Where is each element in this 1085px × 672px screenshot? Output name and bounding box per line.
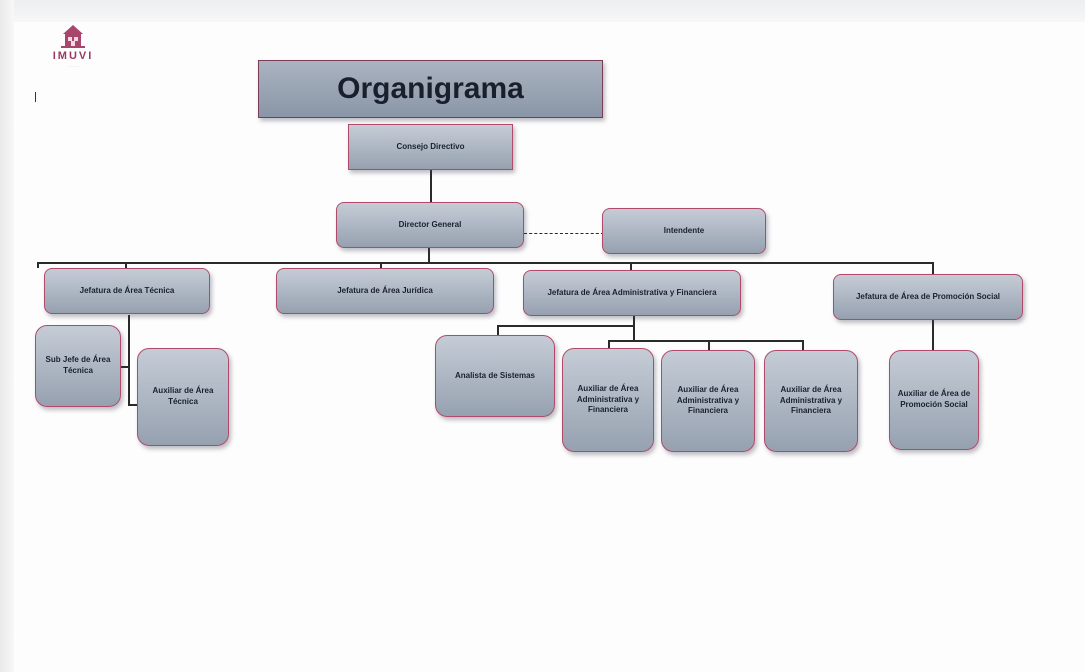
node-label: Consejo Directivo [396, 141, 465, 151]
node-jefatura-promocion-social: Jefatura de Área de Promoción Social [833, 274, 1023, 320]
page-title: Organigrama [337, 72, 524, 105]
connector [932, 318, 934, 350]
node-label: Jefatura de Área Técnica [79, 285, 175, 295]
node-label: Sub Jefe de Área Técnica [45, 355, 111, 375]
scan-left-edge [0, 0, 14, 672]
connector [428, 248, 430, 262]
node-consejo-directivo: Consejo Directivo [348, 124, 513, 170]
connector [608, 340, 610, 348]
connector [128, 404, 138, 406]
node-label: Auxiliar de Área Administrativa y Financ… [779, 384, 843, 416]
connector [430, 170, 432, 203]
connector [497, 325, 499, 335]
node-label: Auxiliar de Área Administrativa y Financ… [576, 383, 640, 415]
node-auxiliar-administrativa-1: Auxiliar de Área Administrativa y Financ… [562, 348, 654, 452]
node-director-general: Director General [336, 202, 524, 248]
node-jefatura-juridica: Jefatura de Área Jurídica [276, 268, 494, 314]
connector [37, 262, 39, 268]
node-label: Jefatura de Área Jurídica [337, 285, 433, 295]
node-auxiliar-promocion-social: Auxiliar de Área de Promoción Social [889, 350, 979, 450]
connector [633, 316, 635, 340]
node-label: Jefatura de Área de Promoción Social [855, 291, 1001, 301]
connector [932, 262, 934, 274]
connector [125, 262, 127, 268]
node-label: Analista de Sistemas [454, 370, 536, 380]
node-label: Jefatura de Área Administrativa y Financ… [547, 287, 717, 297]
stray-mark [35, 92, 36, 102]
node-label: Director General [398, 219, 462, 229]
connector [120, 366, 130, 368]
node-intendente: Intendente [602, 208, 766, 254]
logo-name: IMUVI [52, 50, 94, 62]
scan-top-edge [0, 0, 1085, 22]
imuvi-logo: IMUVI · · · · · [38, 22, 108, 78]
connector [380, 262, 382, 268]
connector [128, 315, 130, 405]
connector [608, 340, 803, 342]
node-analista-sistemas: Analista de Sistemas [435, 335, 555, 417]
node-jefatura-administrativa: Jefatura de Área Administrativa y Financ… [523, 270, 741, 316]
node-auxiliar-administrativa-3: Auxiliar de Área Administrativa y Financ… [764, 350, 858, 452]
node-label: Auxiliar de Área Administrativa y Financ… [676, 384, 740, 416]
connector [497, 325, 635, 327]
title-box: Organigrama [258, 60, 603, 118]
house-icon [61, 25, 85, 48]
node-label: Intendente [663, 225, 705, 235]
connector [802, 340, 804, 350]
node-auxiliar-tecnica: Auxiliar de Área Técnica [137, 348, 229, 446]
node-label: Auxiliar de Área de Promoción Social [897, 389, 971, 409]
logo-subtitle: · · · · · [67, 64, 79, 69]
node-sub-jefe-tecnica: Sub Jefe de Área Técnica [35, 325, 121, 407]
connector [708, 340, 710, 350]
dashed-connector [524, 233, 604, 234]
node-label: Auxiliar de Área Técnica [152, 386, 214, 406]
node-auxiliar-administrativa-2: Auxiliar de Área Administrativa y Financ… [661, 350, 755, 452]
node-jefatura-tecnica: Jefatura de Área Técnica [44, 268, 210, 314]
connector [37, 262, 932, 264]
connector [630, 262, 632, 270]
